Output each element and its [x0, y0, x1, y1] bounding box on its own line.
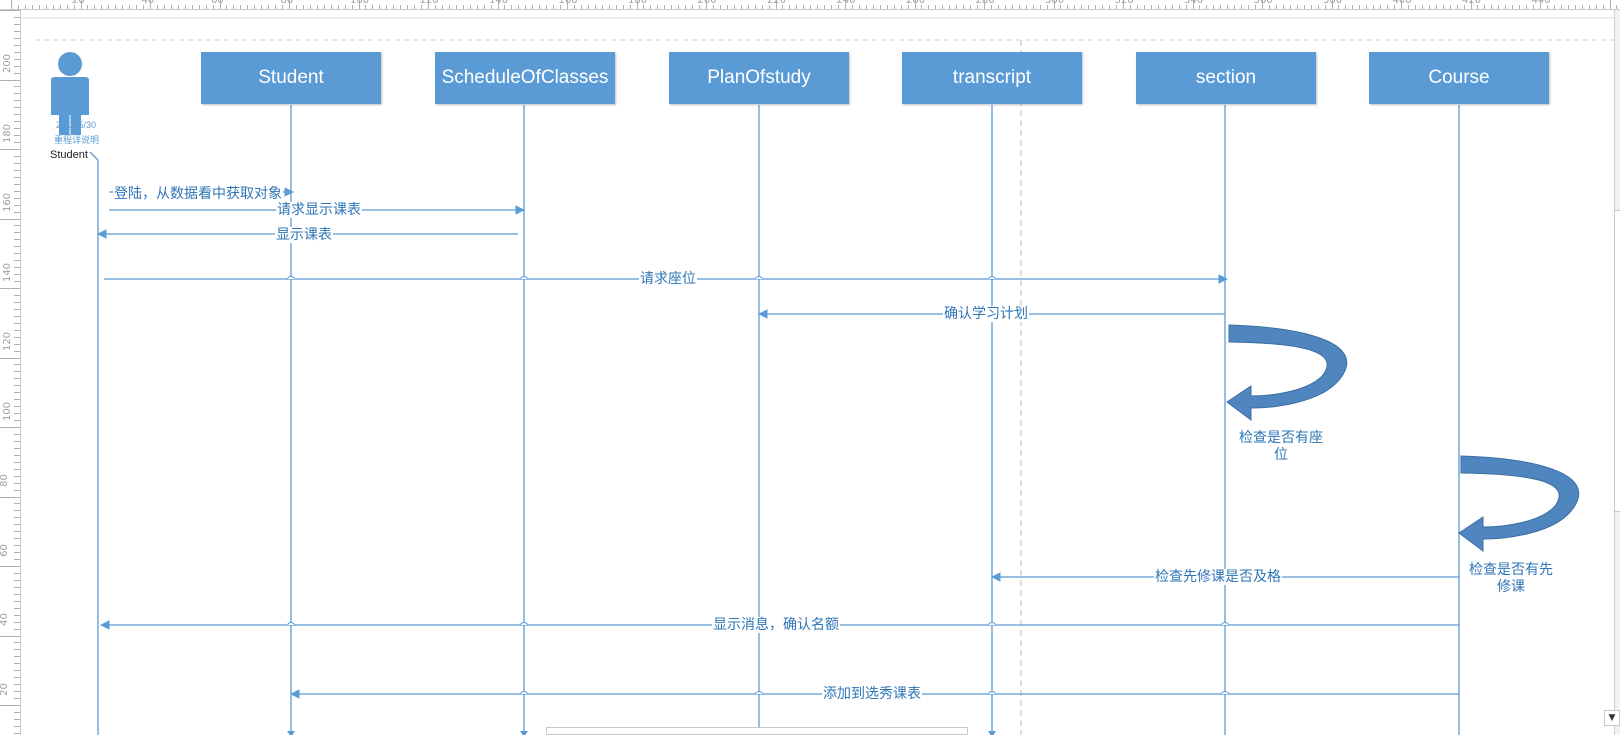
diagram-canvas[interactable]: Student ScheduleOfClasses PlanOfstudy tr…	[21, 10, 1620, 735]
message-label-m7[interactable]: 显示消息，确认名额	[712, 617, 840, 633]
ruler-left-label: 120	[2, 331, 14, 352]
actor-description-label: 重程详说明	[54, 135, 100, 145]
ruler-left-label: 200	[2, 53, 14, 74]
self-note-course-line1: 检查是否有先	[1469, 562, 1553, 578]
lifeline-box-transcript[interactable]: transcript	[902, 52, 1082, 104]
ruler-left-label: 80	[0, 474, 10, 487]
ruler-top-label: 360	[1253, 0, 1273, 6]
lifeline-box-course[interactable]: Course	[1369, 52, 1549, 104]
lifeline-box-schedule[interactable]: ScheduleOfClasses	[435, 52, 615, 104]
message-label-m4[interactable]: 请求座位	[639, 271, 697, 287]
self-note-section-line1: 检查是否有座	[1239, 430, 1323, 446]
ruler-top-label: 120	[419, 0, 439, 6]
ruler-left-label: 100	[2, 401, 14, 421]
ruler-top-label: 320	[1114, 0, 1134, 6]
message-label-m1[interactable]: 登陆，从数据看中获取对象	[113, 186, 283, 202]
ruler-top-label: 280	[975, 0, 995, 6]
ruler-left-label: 160	[2, 192, 14, 213]
ruler-top-label: 80	[280, 0, 294, 6]
ruler-top-label: 140	[489, 0, 509, 6]
self-note-course[interactable]: 检查是否有先 修课	[1461, 562, 1561, 596]
actor-figure[interactable]	[51, 52, 89, 135]
ruler-left-label: 40	[0, 613, 10, 626]
ruler-top-label: 260	[906, 0, 926, 6]
vertical-ruler: 200 180 160 140 120 100 80 60 40 20	[0, 10, 21, 735]
lifeline-box-section[interactable]: section	[1136, 52, 1316, 104]
message-label-m5[interactable]: 确认学习计划	[943, 306, 1029, 322]
actor-name-label: Student	[50, 149, 88, 161]
ruler-top-label: 100	[350, 0, 370, 6]
ruler-top-label: 440	[1531, 0, 1551, 6]
self-note-section-line2: 位	[1274, 447, 1288, 463]
self-call-arrow-section[interactable]	[1226, 324, 1348, 421]
self-note-course-line2: 修课	[1497, 579, 1525, 595]
lifeline-box-student[interactable]: Student	[201, 52, 381, 104]
message-label-m6[interactable]: 检查先修课是否及格	[1154, 569, 1282, 585]
actor-date-label: 2017/5/30	[56, 120, 97, 130]
self-note-section[interactable]: 检查是否有座 位	[1231, 430, 1331, 464]
ruler-top-label: 340	[1184, 0, 1204, 6]
ruler-top-label: 380	[1323, 0, 1343, 6]
ruler-left-label: 20	[0, 682, 10, 696]
ruler-top-label: 240	[836, 0, 856, 6]
ruler-top-label: 420	[1462, 0, 1482, 6]
horizontal-ruler	[0, 0, 1620, 10]
ruler-top-label: 220	[767, 0, 787, 6]
ruler-top-label: 60	[211, 0, 224, 6]
message-label-m2[interactable]: 请求显示课表	[276, 202, 362, 218]
ruler-left-label: 60	[0, 543, 10, 557]
ruler-top-label: 300	[1045, 0, 1065, 6]
vertical-scrollbar-thumb[interactable]	[1614, 210, 1620, 512]
scroll-down-icon[interactable]: ▼	[1604, 710, 1620, 726]
self-call-arrow-course[interactable]	[1458, 455, 1580, 552]
ruler-top-label: 20	[72, 0, 85, 6]
lifeline-box-plan[interactable]: PlanOfstudy	[669, 52, 849, 104]
horizontal-scrollbar-thumb[interactable]	[546, 727, 968, 735]
ruler-top-label: 160	[558, 0, 578, 6]
ruler-left-label: 180	[2, 123, 14, 143]
message-label-m3[interactable]: 显示课表	[275, 227, 333, 243]
ruler-top-label: 200	[697, 0, 717, 6]
message-label-m8[interactable]: 添加到选秀课表	[822, 686, 922, 702]
ruler-top-label: 180	[628, 0, 648, 6]
ruler-left-label: 140	[2, 262, 14, 282]
ruler-top-label: 40	[141, 0, 155, 6]
ruler-top-label: 400	[1392, 0, 1412, 6]
